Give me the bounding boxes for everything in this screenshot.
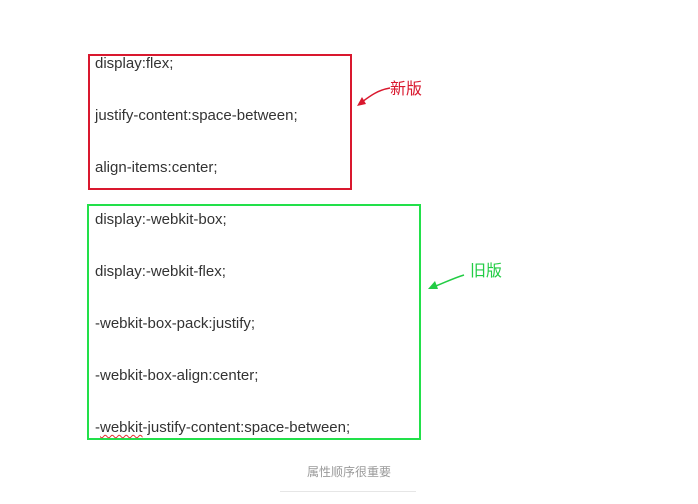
old-version-box [87,204,421,440]
old-code-line-5: -webkit-justify-content:space-between; [95,419,350,437]
old-version-arrow-icon [428,274,465,289]
old-version-label: 旧版 [470,263,503,280]
figure-caption: 属性顺序很重要 [306,465,391,479]
old-code-line-5-rest: -justify-content:space-between; [142,419,351,436]
new-code-line-1: display:flex; [95,55,174,72]
new-version-arrow-icon [357,87,391,106]
old-code-line-1: display:-webkit-box; [95,211,227,228]
old-code-line-2: display:-webkit-flex; [95,263,226,280]
old-code-line-4: -webkit-box-align:center; [95,367,259,384]
new-code-line-3: align-items:center; [95,159,218,176]
old-code-line-5-prefix: - [95,419,100,436]
spellcheck-underlined-word: webkit [100,419,143,436]
new-code-line-2: justify-content:space-between; [95,107,298,124]
caption-divider [280,491,416,492]
new-version-label: 新版 [390,81,423,98]
old-code-line-3: -webkit-box-pack:justify; [95,315,256,332]
new-version-box [88,54,352,190]
